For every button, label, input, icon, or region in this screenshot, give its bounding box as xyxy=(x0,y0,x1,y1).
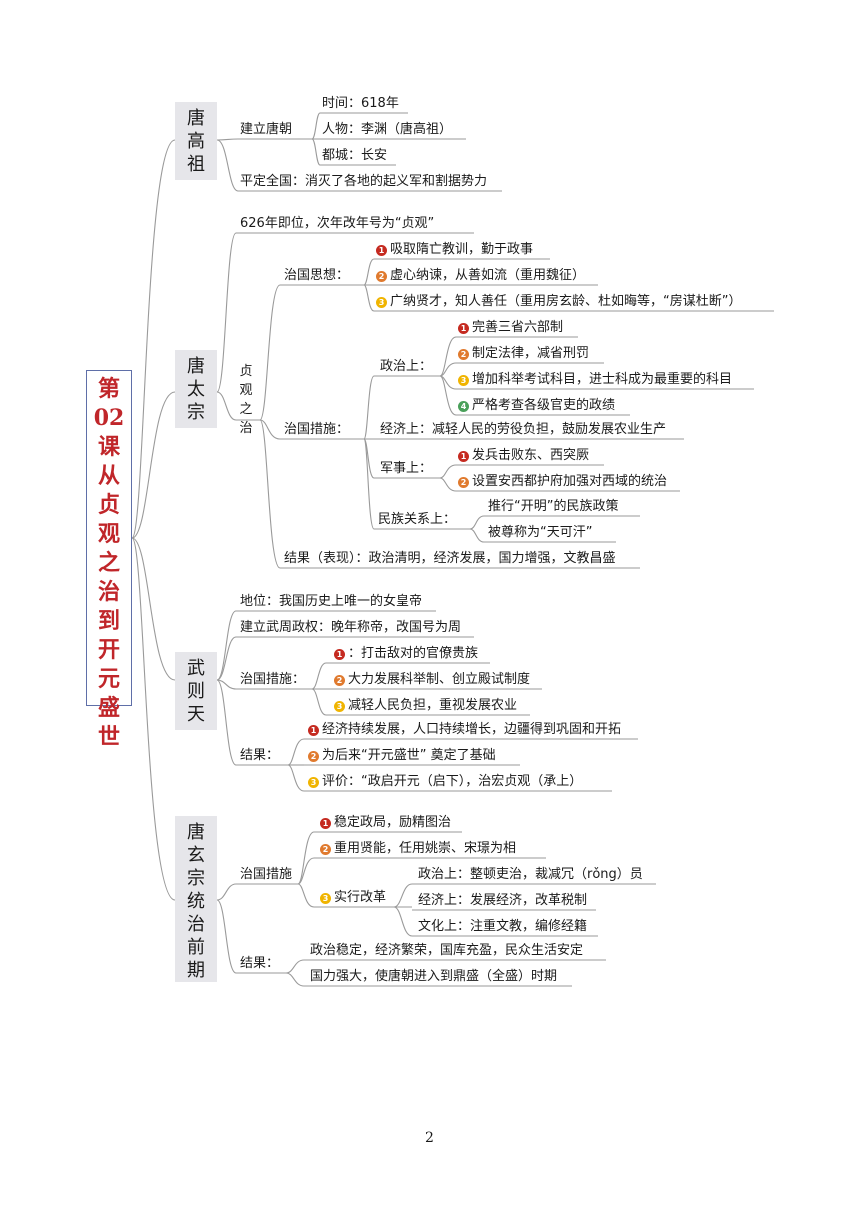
lesson-title-box: 第 02 课 从 贞 观 之 治 到 开 元 盛 世 xyxy=(86,370,132,750)
xuan-reform-item: 经济上：发展经济，改革税制 xyxy=(418,893,588,908)
number-badge: 1 xyxy=(458,451,469,462)
page-number: 2 xyxy=(425,1130,434,1146)
taizong-ethnic-label: 民族关系上： xyxy=(378,512,457,527)
number-badge: 2 xyxy=(458,477,469,488)
zhenguan-rule-label: 贞 观 之 治 xyxy=(239,364,253,436)
number-badge: 1 xyxy=(334,649,345,660)
emperor-xuanzong: 唐 玄 宗 统 治 前 期 xyxy=(175,816,217,982)
xuan-result-label: 结果： xyxy=(240,956,280,971)
taizong-accession: 626年即位，次年改年号为“贞观” xyxy=(240,216,435,231)
gaozu-unify: 平定全国：消灭了各地的起义军和割据势力 xyxy=(240,174,488,189)
number-badge: 1 xyxy=(320,818,331,829)
emperor-taizong: 唐 太 宗 xyxy=(175,350,217,428)
number-badge: 2 xyxy=(334,675,345,686)
taizong-ethnic-item: 推行“开明”的民族政策 xyxy=(488,499,619,514)
gaozu-found-label: 建立唐朝 xyxy=(240,122,293,137)
xuan-result-item: 国力强大，使唐朝进入到鼎盛（全盛）时期 xyxy=(310,969,558,984)
wu-measures-label: 治国措施： xyxy=(240,672,306,687)
taizong-military-label: 军事上： xyxy=(380,461,433,476)
wu-status: 地位：我国历史上唯一的女皇帝 xyxy=(240,594,423,609)
number-badge: 3 xyxy=(376,297,387,308)
xuan-measures-label: 治国措施 xyxy=(240,867,293,882)
gaozu-capital: 都城：长安 xyxy=(322,148,388,163)
xuan-reform-item: 政治上：整顿吏治，裁减冗（rǒng）员 xyxy=(418,867,643,882)
number-badge: 2 xyxy=(376,271,387,282)
taizong-economy: 经济上：减轻人民的劳役负担，鼓励发展农业生产 xyxy=(380,422,667,437)
number-badge: 3 xyxy=(320,893,331,904)
number-badge: 2 xyxy=(320,844,331,855)
number-badge: 2 xyxy=(458,349,469,360)
taizong-thought-label: 治国思想： xyxy=(284,268,350,283)
lesson-title: 第 02 课 从 贞 观 之 治 到 开 元 盛 世 xyxy=(93,376,125,750)
xuan-reform-item: 文化上：注重文教，编修经籍 xyxy=(418,919,588,934)
number-badge: 2 xyxy=(308,751,319,762)
gaozu-time: 时间：618年 xyxy=(322,96,399,111)
taizong-result: 结果（表现）：政治清明，经济发展，国力增强，文教昌盛 xyxy=(284,551,616,566)
number-badge: 3 xyxy=(308,777,319,788)
taizong-ethnic-item: 被尊称为“天可汗” xyxy=(488,525,593,540)
number-badge: 4 xyxy=(458,401,469,412)
number-badge: 3 xyxy=(458,375,469,386)
number-badge: 1 xyxy=(308,725,319,736)
taizong-measures-label: 治国措施： xyxy=(284,422,350,437)
number-badge: 3 xyxy=(334,701,345,712)
gaozu-person: 人物：李渊（唐高祖） xyxy=(322,122,453,137)
number-badge: 1 xyxy=(376,245,387,256)
taizong-politics-label: 政治上： xyxy=(380,359,433,374)
wu-result-label: 结果： xyxy=(240,748,280,763)
emperor-gaozu: 唐 高 祖 xyxy=(175,102,217,180)
xuan-result-item: 政治稳定，经济繁荣，国库充盈，民众生活安定 xyxy=(310,943,584,958)
number-badge: 1 xyxy=(458,323,469,334)
emperor-wuzetian: 武 则 天 xyxy=(175,652,217,730)
wu-measure-item: 1：打击敌对的官僚贵族 xyxy=(334,646,478,662)
wu-regime: 建立武周政权：晚年称帝，改国号为周 xyxy=(240,620,462,635)
